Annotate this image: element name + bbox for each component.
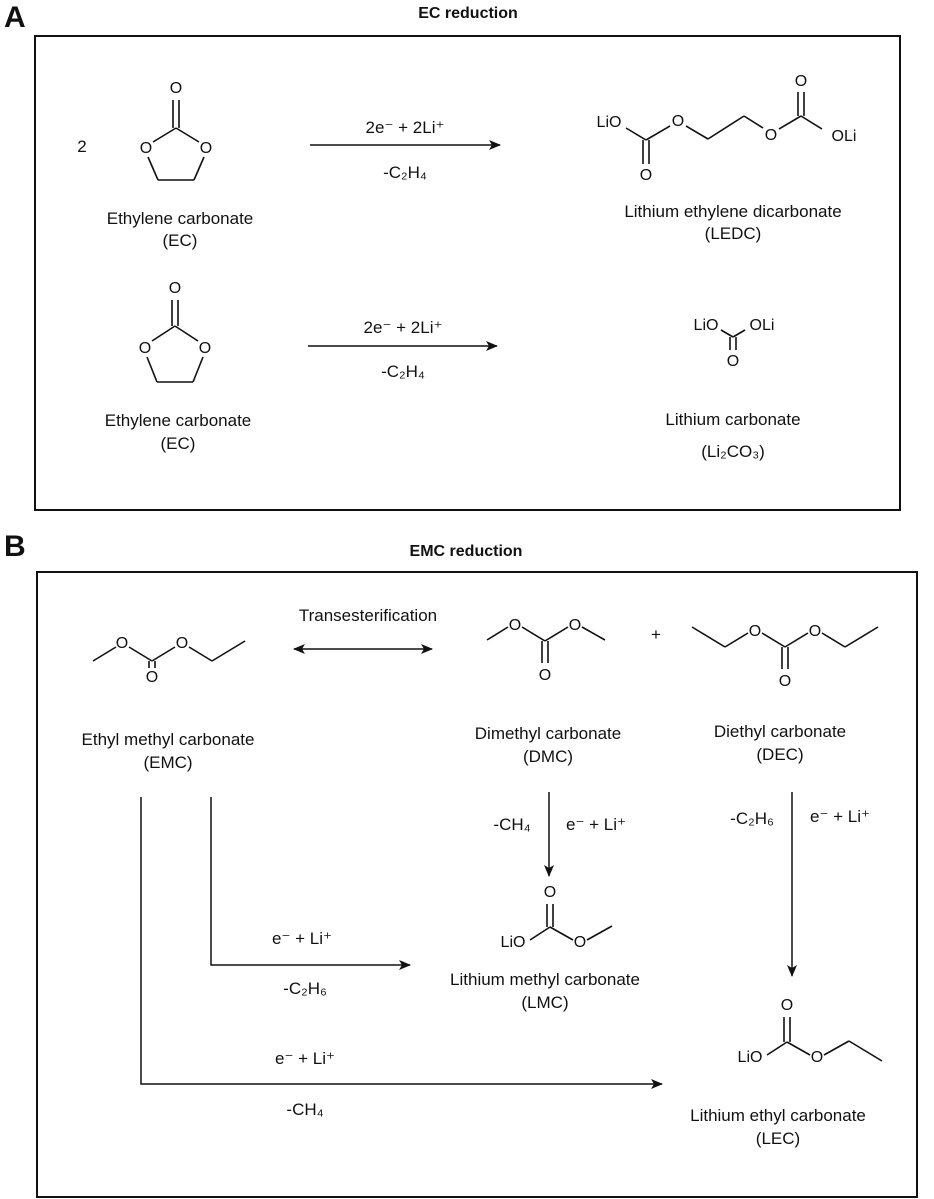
dec-abbr: (DEC): [756, 745, 803, 764]
lmc-name: Lithium methyl carbonate: [450, 970, 640, 989]
emc-abbr: (EMC): [143, 753, 192, 772]
svg-text:LiO: LiO: [694, 317, 719, 334]
li2co3-abbr: (Li₂CO₃): [701, 442, 765, 461]
lec-name: Lithium ethyl carbonate: [690, 1106, 866, 1125]
panel-a-title: EC reduction: [418, 5, 518, 22]
plus-sign: +: [651, 625, 661, 644]
svg-text:O: O: [146, 669, 158, 686]
stoich-coefficient: 2: [77, 137, 86, 156]
svg-text:O: O: [640, 167, 652, 184]
lmc-structure: O LiO O: [501, 884, 613, 951]
ledc-structure: LiO O O O O OLi: [597, 73, 857, 184]
dec-name: Diethyl carbonate: [714, 722, 846, 741]
svg-text:O: O: [509, 617, 521, 634]
emc-lec-bottom-label: -CH₄: [286, 1100, 323, 1119]
dmc-name: Dimethyl carbonate: [475, 724, 621, 743]
panel-b-letter: B: [4, 530, 26, 563]
li2co3-name: Lithium carbonate: [665, 410, 800, 429]
emc-lmc-top-label: e⁻ + Li⁺: [272, 929, 332, 948]
ec-structure-2: O O O: [139, 280, 211, 383]
svg-text:O: O: [727, 353, 739, 370]
transesterification-label: Transesterification: [299, 606, 437, 625]
arrow-a2-bottom: -C₂H₄: [381, 362, 425, 381]
emc-lmc-bottom-label: -C₂H₆: [283, 979, 327, 998]
svg-text:LiO: LiO: [597, 114, 622, 131]
emc-name: Ethyl methyl carbonate: [82, 730, 255, 749]
emc-to-lmc-arrow: [210, 797, 411, 970]
arrow-a1-top: 2e⁻ + 2Li⁺: [366, 118, 445, 137]
svg-text:O: O: [116, 635, 128, 652]
panel-a-frame: [34, 35, 901, 511]
panel-a-letter: A: [4, 1, 26, 34]
lmc-abbr: (LMC): [521, 993, 568, 1012]
dec-arrow-right-label: e⁻ + Li⁺: [810, 807, 870, 826]
dmc-arrow-right-label: e⁻ + Li⁺: [566, 815, 626, 834]
dmc-abbr: (DMC): [523, 747, 573, 766]
dmc-structure: O O O: [486, 617, 606, 684]
emc-to-lec-arrow: [140, 797, 663, 1089]
ec-abbr-1: (EC): [163, 231, 198, 250]
svg-text:O: O: [795, 73, 807, 90]
svg-text:O: O: [811, 1049, 823, 1066]
emc-structure: O O O: [92, 635, 246, 686]
arrow-a1-bottom: -C₂H₄: [383, 163, 427, 182]
dec-structure: O O O: [691, 623, 879, 690]
svg-text:LiO: LiO: [738, 1049, 763, 1066]
svg-text:O: O: [749, 623, 761, 640]
svg-text:LiO: LiO: [501, 934, 526, 951]
svg-text:O: O: [781, 997, 793, 1014]
svg-text:O: O: [569, 617, 581, 634]
ec-name-2: Ethylene carbonate: [105, 411, 252, 430]
svg-text:O: O: [765, 127, 777, 144]
svg-text:O: O: [809, 623, 821, 640]
svg-text:OLi: OLi: [750, 317, 775, 334]
svg-text:O: O: [169, 280, 181, 297]
ec-structure-1: O O O: [140, 80, 212, 181]
svg-text:O: O: [539, 667, 551, 684]
li2co3-structure: LiO O OLi: [694, 317, 775, 370]
lec-structure: O LiO O: [738, 997, 883, 1066]
ec-abbr-2: (EC): [161, 434, 196, 453]
svg-text:O: O: [199, 340, 211, 357]
svg-text:O: O: [139, 340, 151, 357]
dec-arrow-left-label: -C₂H₆: [730, 809, 774, 828]
svg-text:O: O: [574, 934, 586, 951]
panel-b-title: EMC reduction: [410, 543, 523, 560]
ec-name-1: Ethylene carbonate: [107, 209, 254, 228]
dmc-arrow-left-label: -CH₄: [493, 815, 530, 834]
arrow-a2-top: 2e⁻ + 2Li⁺: [364, 318, 443, 337]
panel-b-frame: [36, 571, 918, 1198]
svg-text:O: O: [544, 884, 556, 901]
svg-text:OLi: OLi: [832, 128, 857, 145]
ledc-abbr: (LEDC): [705, 224, 762, 243]
lec-abbr: (LEC): [756, 1129, 800, 1148]
svg-text:O: O: [176, 635, 188, 652]
svg-text:O: O: [200, 140, 212, 157]
ledc-name: Lithium ethylene dicarbonate: [624, 202, 841, 221]
svg-text:O: O: [140, 140, 152, 157]
svg-text:O: O: [672, 113, 684, 130]
emc-lec-top-label: e⁻ + Li⁺: [275, 1049, 335, 1068]
svg-text:O: O: [779, 673, 791, 690]
svg-text:O: O: [170, 80, 182, 97]
